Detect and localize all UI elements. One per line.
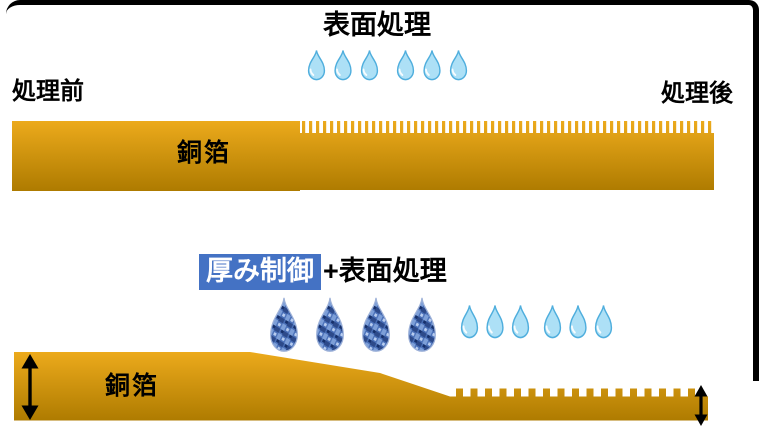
top-title: 表面処理 — [323, 10, 431, 40]
thickness-control-highlight: 厚み制御 — [199, 254, 321, 290]
thickness-arrow-right — [694, 385, 708, 426]
foil-label-bottom: 銅箔 — [105, 372, 160, 400]
water-drop-icon — [423, 49, 441, 81]
roughened-surface-teeth-top — [302, 121, 712, 135]
before-label: 処理前 — [12, 78, 84, 105]
surface-treatment-drops-bottom — [460, 304, 613, 339]
textured-drop-icon — [315, 297, 345, 352]
foil-label-top: 銅箔 — [177, 139, 232, 167]
textured-drop-icon — [407, 297, 437, 352]
water-drop-icon — [460, 304, 479, 339]
textured-drop-icon — [361, 297, 391, 352]
water-drop-icon — [511, 304, 530, 339]
water-drop-icon — [334, 49, 352, 81]
thickness-arrow-left — [21, 354, 39, 420]
after-label: 処理後 — [661, 80, 733, 107]
water-drop-icon — [449, 49, 468, 81]
bottom-title-rest: +表面処理 — [323, 256, 447, 286]
water-drop-icon — [568, 304, 588, 339]
water-drop-icon — [360, 49, 379, 81]
textured-drop-icon — [269, 297, 299, 352]
roughened-surface-teeth-bottom — [456, 388, 695, 398]
bottom-title: 厚み制御 +表面処理 — [199, 254, 447, 290]
copper-foil-top — [12, 121, 714, 191]
water-drop-icon — [307, 49, 326, 81]
water-drop-icon — [485, 304, 505, 339]
surface-treatment-drops-top — [307, 49, 468, 81]
water-drop-icon — [594, 304, 613, 339]
thickness-control-drops — [269, 297, 437, 352]
water-drop-icon — [543, 304, 562, 339]
water-drop-icon — [396, 49, 415, 81]
copper-foil-bottom — [14, 352, 708, 421]
